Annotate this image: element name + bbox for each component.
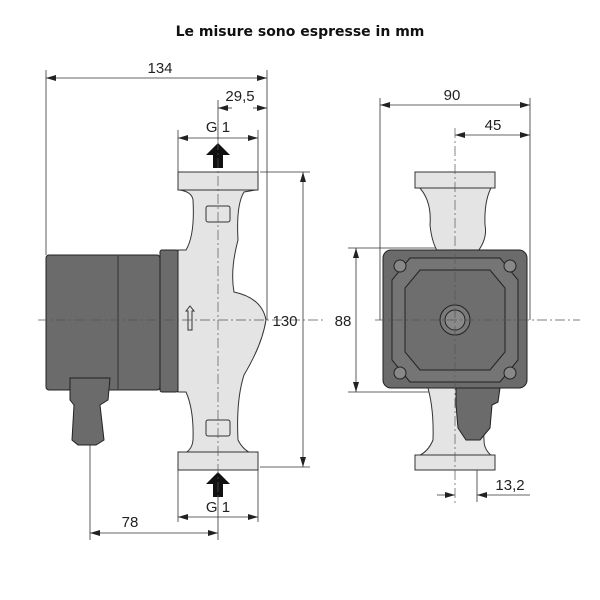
dim-offset-right: 29,5: [225, 88, 254, 105]
thread-top-label: G 1: [206, 119, 230, 136]
dim-cable-gland-offset: 78: [122, 514, 139, 531]
dim-overall-length: 134: [147, 60, 172, 77]
flow-arrow-icon: [184, 305, 196, 331]
dim-overall-width: 90: [444, 87, 461, 104]
cable-gland-front: [455, 387, 501, 441]
dim-half-width: 45: [485, 117, 502, 134]
thread-bottom-label: G 1: [206, 499, 230, 516]
pump-body: [177, 171, 267, 471]
drawing-title: Le misure sono espresse in mm: [175, 24, 425, 40]
front-view: 90 45 88 13,2: [335, 87, 580, 505]
outlet-arrow-icon: [206, 143, 230, 168]
side-view: 134 29,5 G 1 G 1 130 78: [38, 60, 325, 540]
cable-gland: [69, 377, 111, 446]
dim-housing-height: 88: [335, 313, 352, 330]
dim-height: 130: [272, 313, 297, 330]
dim-cable-offset: 13,2: [495, 477, 524, 494]
motor-housing: [45, 254, 161, 391]
